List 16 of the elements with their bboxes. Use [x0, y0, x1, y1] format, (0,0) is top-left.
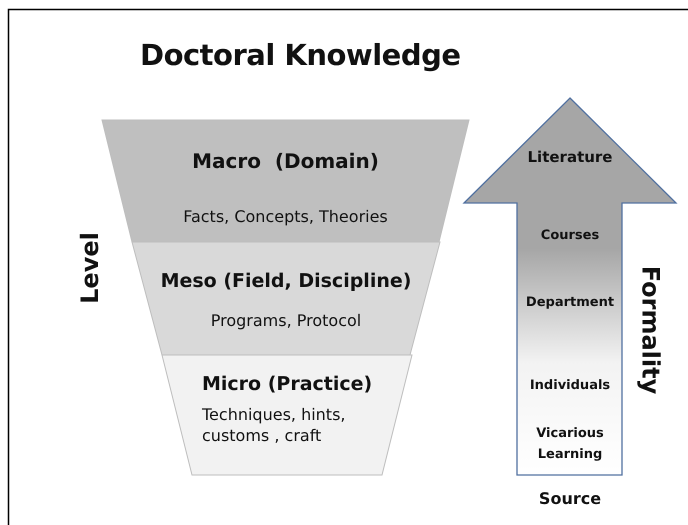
arrow-text: Vicarious Learning	[535, 425, 605, 464]
funnel-level	[162, 355, 412, 475]
level-heading: Macro (Domain)	[191, 148, 380, 174]
funnel-level	[132, 242, 440, 355]
level-heading: Meso (Field, Discipline)	[160, 269, 412, 294]
arrow-text: Literature	[526, 148, 614, 168]
title: Doctoral Knowledge	[140, 38, 461, 72]
level-description: Techniques, hints, customs , craft	[202, 405, 346, 447]
level-heading: Micro (Practice)	[202, 372, 374, 397]
formality-axis-label: Formality	[636, 266, 664, 394]
level-description: Programs, Protocol	[210, 311, 362, 332]
node-label: Source	[538, 489, 602, 508]
arrow-text: Courses	[540, 228, 600, 245]
funnel-level	[102, 120, 469, 242]
level-description: Facts, Concepts, Theories	[182, 207, 389, 228]
level-axis-label: Level	[76, 232, 104, 304]
